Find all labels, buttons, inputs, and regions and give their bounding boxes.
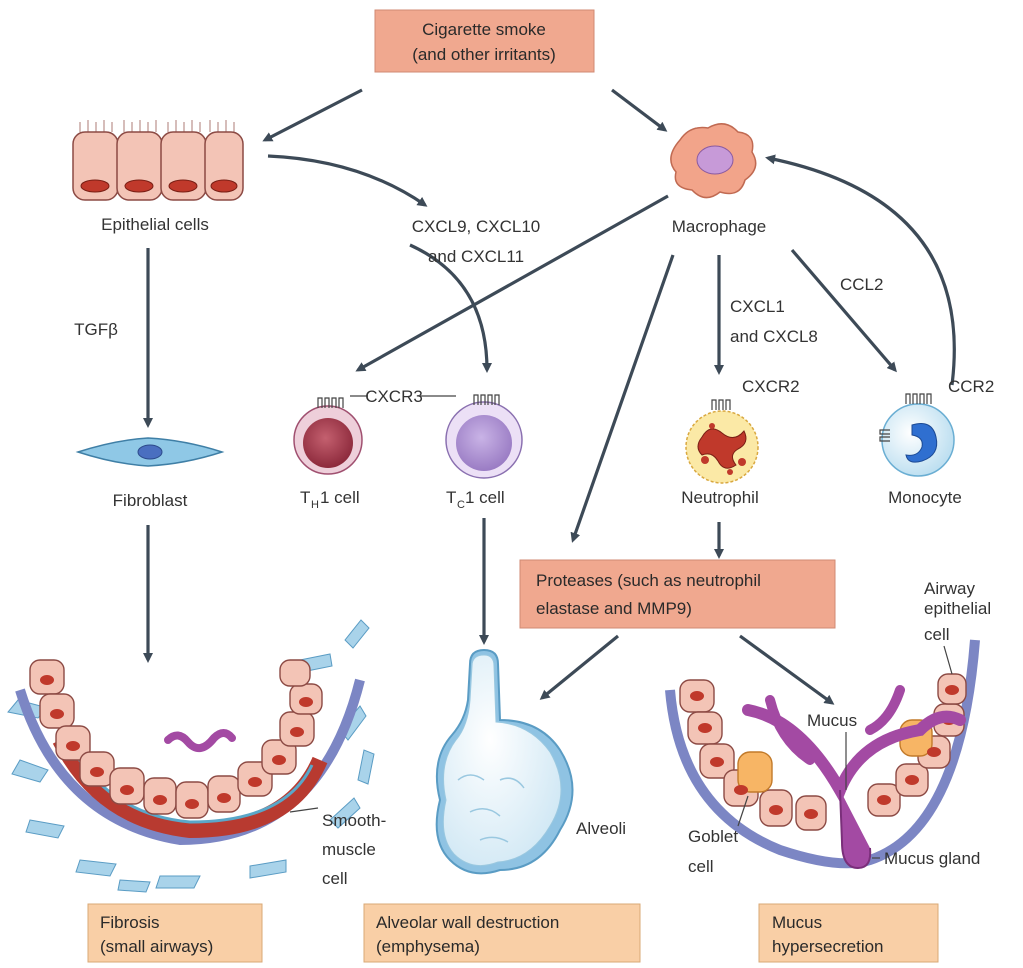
cxcl1-label: CXCL1 <box>730 297 785 316</box>
alveoli-label: Alveoli <box>576 819 626 838</box>
smooth-muscle-label: Smooth- muscle cell <box>322 811 386 888</box>
arrow-proteases-to-alveoli <box>542 636 618 698</box>
svg-text:Alveolar wall destruction: Alveolar wall destruction <box>376 913 559 932</box>
tgf-beta-label: TGFβ <box>74 320 118 339</box>
svg-text:1 cell: 1 cell <box>320 488 360 507</box>
cxcl8-label: and CXCL8 <box>730 327 818 346</box>
svg-text:(emphysema): (emphysema) <box>376 937 480 956</box>
svg-text:cell: cell <box>322 869 348 888</box>
svg-text:C: C <box>457 499 465 511</box>
arrow-macrophage-to-monocyte <box>792 250 895 370</box>
airway-epithelial-cell-label: Airway epithelial cell <box>924 579 991 644</box>
mucus-gland-label: Mucus gland <box>884 849 980 868</box>
goblet-cell-label: Goblet cell <box>688 827 738 876</box>
svg-text:hypersecretion: hypersecretion <box>772 937 884 956</box>
cigarette-smoke-label: Cigarette smoke <box>422 20 546 39</box>
mucus-label: Mucus <box>807 711 857 730</box>
arrow-proteases-to-mucus <box>740 636 832 703</box>
irritants-label: (and other irritants) <box>412 45 556 64</box>
proteases-box: Proteases (such as neutrophil elastase a… <box>520 560 835 628</box>
tc1-cell-illustration <box>446 395 522 478</box>
arrow-monocyte-to-macrophage <box>768 158 954 385</box>
svg-text:T: T <box>300 488 310 507</box>
epithelial-cells-illustration <box>73 120 243 200</box>
cxcl9-cxcl10-label: CXCL9, CXCL10 <box>412 217 541 236</box>
alveoli-illustration <box>437 650 573 873</box>
svg-text:T: T <box>446 488 456 507</box>
fibroblast-illustration <box>78 438 222 466</box>
emphysema-outcome-box: Alveolar wall destruction (emphysema) <box>364 904 640 962</box>
fibroblast-label: Fibroblast <box>113 491 188 510</box>
arrow-smoke-to-epithelial <box>265 90 362 140</box>
svg-text:cell: cell <box>924 625 950 644</box>
svg-text:Mucus: Mucus <box>772 913 822 932</box>
tc1-cell-label: T C 1 cell <box>446 488 505 511</box>
svg-text:H: H <box>311 499 319 511</box>
ccl2-label: CCL2 <box>840 275 883 294</box>
epithelial-cells-label: Epithelial cells <box>101 215 209 234</box>
cxcr2-label: CXCR2 <box>742 377 800 396</box>
svg-text:1 cell: 1 cell <box>465 488 505 507</box>
monocyte-label: Monocyte <box>888 488 962 507</box>
th1-cell-illustration <box>294 398 362 474</box>
svg-text:cell: cell <box>688 857 714 876</box>
svg-text:Goblet: Goblet <box>688 827 738 846</box>
th1-cell-label: T H 1 cell <box>300 488 360 511</box>
ccr2-label: CCR2 <box>948 377 994 396</box>
arrow-smoke-to-macrophage <box>612 90 665 130</box>
svg-text:Fibrosis: Fibrosis <box>100 913 160 932</box>
proteases-label: Proteases (such as neutrophil <box>536 571 761 590</box>
macrophage-illustration <box>671 124 756 198</box>
svg-text:muscle: muscle <box>322 840 376 859</box>
cxcr3-label: CXCR3 <box>365 387 423 406</box>
cxcl11-label: and CXCL11 <box>428 247 524 266</box>
elastase-mmp9-label: elastase and MMP9) <box>536 599 692 618</box>
arrow-epithelial-chemokines <box>268 156 425 205</box>
svg-text:Airway: Airway <box>924 579 976 598</box>
mucus-hypersecretion-outcome-box: Mucus hypersecretion <box>759 904 938 962</box>
neutrophil-illustration <box>686 400 758 483</box>
cigarette-smoke-box: Cigarette smoke (and other irritants) <box>375 10 594 72</box>
svg-text:epithelial: epithelial <box>924 599 991 618</box>
svg-text:(small airways): (small airways) <box>100 937 213 956</box>
neutrophil-label: Neutrophil <box>681 488 759 507</box>
fibrosis-airway-illustration <box>8 620 374 892</box>
fibrosis-outcome-box: Fibrosis (small airways) <box>88 904 262 962</box>
svg-text:Smooth-: Smooth- <box>322 811 386 830</box>
macrophage-label: Macrophage <box>672 217 767 236</box>
arrow-macrophage-to-proteases <box>573 255 673 540</box>
monocyte-illustration <box>880 394 954 476</box>
